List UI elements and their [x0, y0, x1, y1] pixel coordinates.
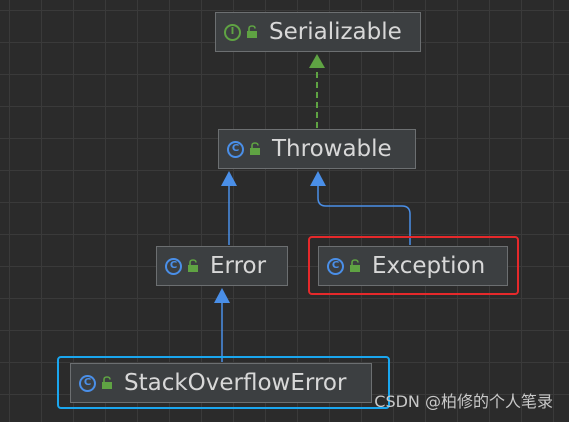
node-label: Serializable: [269, 19, 402, 45]
interface-icon: I: [224, 23, 241, 41]
lock-icon: [350, 259, 360, 272]
lock-icon: [247, 25, 257, 38]
node-serializable[interactable]: I Serializable: [215, 12, 421, 52]
lock-icon: [188, 259, 198, 272]
arrowhead-serializable: [309, 54, 325, 68]
node-label: Throwable: [272, 136, 392, 162]
class-icon: C: [327, 257, 344, 275]
class-icon: C: [227, 140, 244, 158]
node-exception[interactable]: C Exception: [318, 246, 508, 286]
node-error[interactable]: C Error: [156, 246, 288, 286]
edge-exception-extends-throwable: [317, 184, 411, 245]
stackoverflowerror-highlight: [57, 356, 390, 409]
arrowhead-throwable-from-error: [221, 171, 237, 186]
class-icon: C: [165, 257, 182, 275]
node-label: StackOverflowError: [124, 370, 347, 396]
arrowhead-throwable-from-exception: [310, 171, 326, 186]
lock-icon: [102, 376, 112, 389]
arrowhead-error-from-stackoverflowerror: [214, 288, 230, 303]
node-throwable[interactable]: C Throwable: [218, 129, 416, 169]
node-label: Error: [210, 253, 267, 279]
node-label: Exception: [372, 253, 486, 279]
lock-icon: [250, 142, 260, 155]
class-icon: C: [79, 374, 96, 392]
csdn-watermark: CSDN @柏修的个人笔录: [374, 392, 553, 411]
node-stackoverflowerror[interactable]: C StackOverflowError: [70, 363, 372, 403]
exception-highlight: [308, 236, 519, 295]
